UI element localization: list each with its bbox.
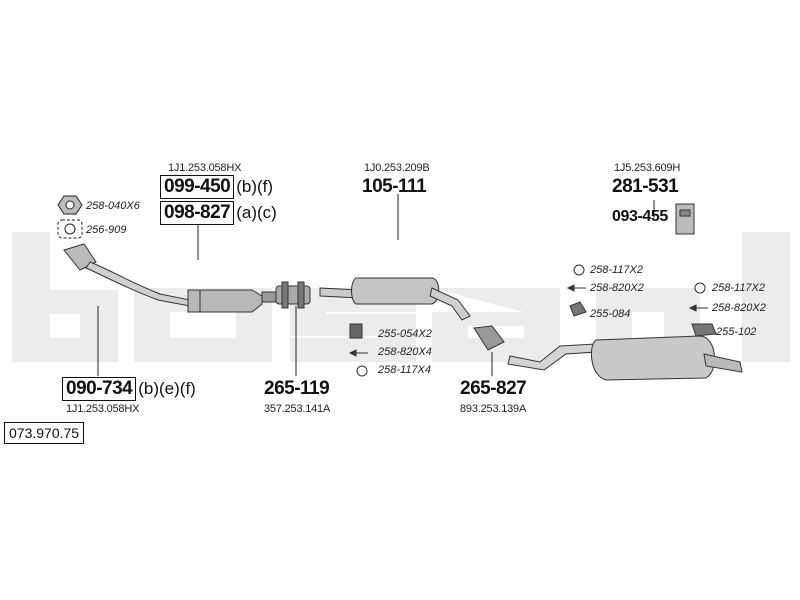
hardware-label[interactable]: 258-117X2 xyxy=(712,282,766,294)
gasket-icon xyxy=(57,219,83,239)
hardware-label[interactable]: 258-117X2 xyxy=(590,264,644,276)
hardware-label[interactable]: 258-040X6 xyxy=(86,200,140,212)
clamp-icon xyxy=(275,281,311,309)
heat-shield-icon xyxy=(675,203,695,235)
part-number[interactable]: 281-531 xyxy=(612,176,679,197)
hardware-label[interactable]: 258-117X4 xyxy=(378,364,432,376)
variant-suffix: (a)(c) xyxy=(236,203,277,222)
rear-hardware-icons xyxy=(566,264,717,337)
oe-number: 893.253.139A xyxy=(460,403,527,415)
part-number-row: 099-450(b)(f) xyxy=(160,175,273,199)
part-number[interactable]: 090-734 xyxy=(62,377,137,401)
clamp-icon xyxy=(473,325,505,351)
oe-number: 1J1.253.058HX xyxy=(168,162,242,174)
kit-number: 073.970.75 xyxy=(4,422,85,444)
part-number[interactable]: 098-827 xyxy=(160,201,235,225)
part-number[interactable]: 265-119 xyxy=(264,378,330,399)
oe-number: 1J0.253.209B xyxy=(364,162,430,174)
hardware-label[interactable]: 255-054X2 xyxy=(378,328,432,340)
part-number[interactable]: 093-455 xyxy=(612,208,668,225)
front-pipe-with-catalyst xyxy=(63,243,277,313)
variant-suffix: (b)(f) xyxy=(236,177,274,196)
bracket-icon xyxy=(348,323,368,377)
part-number-row: 098-827(a)(c) xyxy=(160,201,277,225)
part-number-row: 090-734(b)(e)(f) xyxy=(62,377,196,401)
hardware-label[interactable]: 258-820X4 xyxy=(378,346,432,358)
oe-number: 357.253.141A xyxy=(264,403,331,415)
hardware-label[interactable]: 255-084 xyxy=(590,308,631,320)
hardware-label[interactable]: 258-820X2 xyxy=(590,282,644,294)
middle-silencer xyxy=(319,277,471,321)
hardware-label[interactable]: 256-909 xyxy=(86,224,127,236)
leader-lines xyxy=(97,194,655,376)
part-number[interactable]: 105-111 xyxy=(362,176,427,197)
hardware-label[interactable]: 258-820X2 xyxy=(712,302,766,314)
oe-number: 1J5.253.609H xyxy=(614,162,681,174)
rear-silencer xyxy=(507,335,743,381)
variant-suffix: (b)(e)(f) xyxy=(138,379,196,398)
nut-icon xyxy=(57,195,83,215)
oe-number: 1J1.253.058HX xyxy=(66,403,140,415)
hardware-label[interactable]: 255-102 xyxy=(716,326,757,338)
part-number[interactable]: 099-450 xyxy=(160,175,235,199)
part-number[interactable]: 265-827 xyxy=(460,378,527,399)
